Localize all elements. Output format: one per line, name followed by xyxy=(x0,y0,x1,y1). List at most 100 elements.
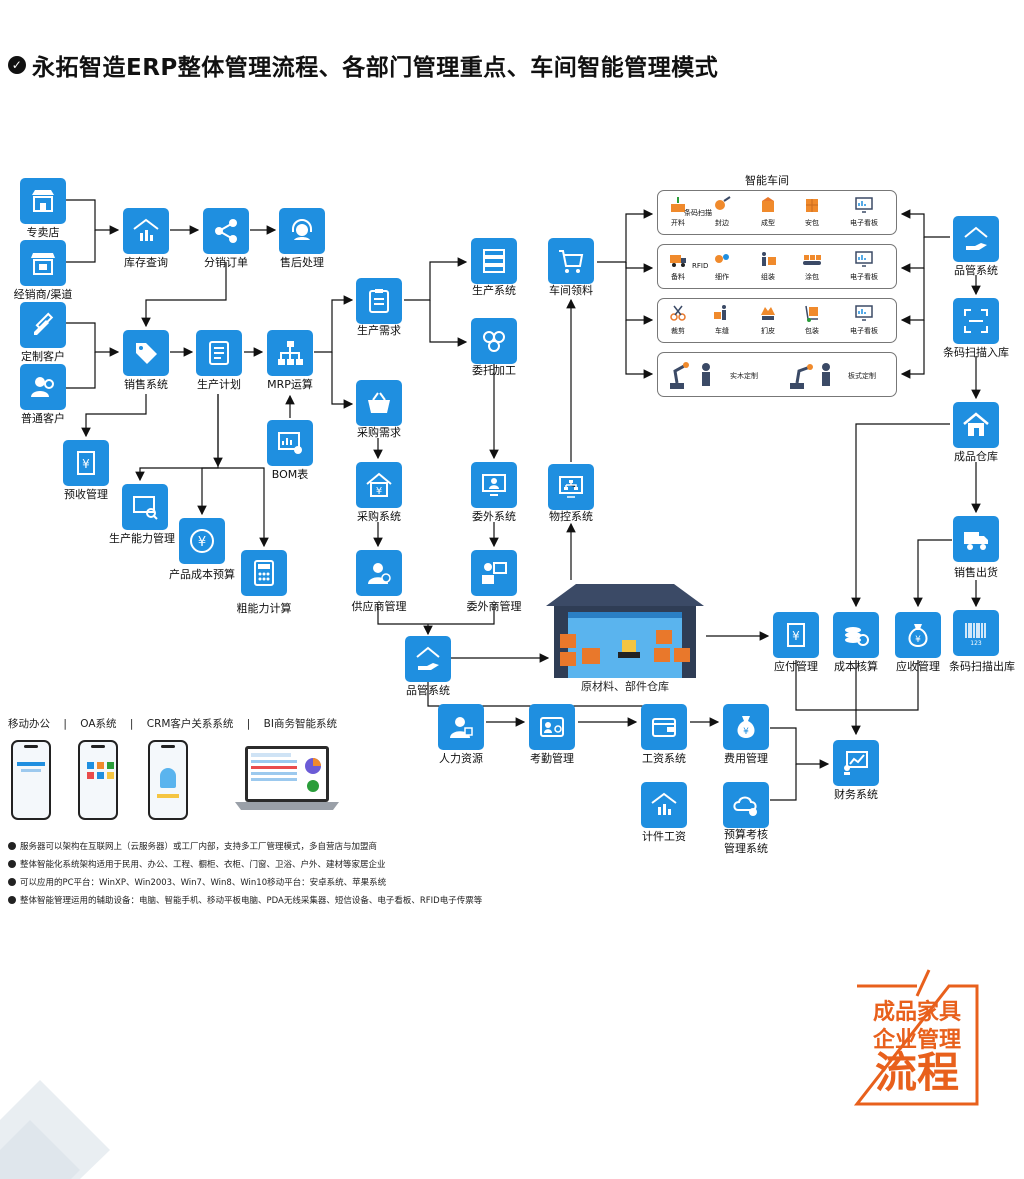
workshop-row-1: 开料 条码扫描 封边 成型 安包 电子看板 xyxy=(657,190,897,235)
label-yusuan: 预算考核 管理系统 xyxy=(724,828,768,855)
label-zhuanmaidian: 专卖店 xyxy=(26,226,60,239)
supplier-node[interactable] xyxy=(356,550,402,596)
stamp-line-1: 成品家具 xyxy=(872,1000,961,1025)
custom-client-node[interactable] xyxy=(20,302,66,348)
home-yen-icon: ¥ xyxy=(366,472,392,497)
distribution-order-node[interactable] xyxy=(203,208,249,254)
conveyor-icon xyxy=(803,255,821,265)
platform-oa: OA系统 xyxy=(80,718,117,730)
ws-sub-label: 条码扫描 xyxy=(684,209,712,217)
warehouse-illustration xyxy=(546,584,704,678)
hand-truck-icon xyxy=(805,305,818,322)
sewing-icon xyxy=(714,305,726,320)
purchase-demand-node[interactable] xyxy=(356,380,402,426)
barcode-out-node[interactable]: 123 xyxy=(953,610,999,656)
capacity-node[interactable] xyxy=(122,484,168,530)
screen-search-icon xyxy=(133,496,158,520)
svg-text:¥: ¥ xyxy=(792,629,800,643)
sales-system-node[interactable] xyxy=(123,330,169,376)
workshop-title: 智能车间 xyxy=(745,174,789,187)
regular-client-node[interactable] xyxy=(20,364,66,410)
ws-label-banshi: 板式定制 xyxy=(848,372,876,380)
truck-icon xyxy=(964,532,988,550)
ws-item-chengxing: 成型 xyxy=(748,195,788,228)
calculator-icon xyxy=(254,560,274,586)
workshop-material-node[interactable] xyxy=(548,238,594,284)
package-icon xyxy=(806,199,818,212)
label-xiaoshou: 销售系统 xyxy=(124,378,168,391)
money-bag-icon: ¥ xyxy=(737,716,755,738)
production-demand-node[interactable] xyxy=(356,278,402,324)
label-renli: 人力资源 xyxy=(439,752,483,765)
svg-text:¥: ¥ xyxy=(82,457,90,471)
warehouse-chart-icon xyxy=(133,218,159,241)
note-item: 整体智能管理运用的辅助设备：电脑、智能手机、移动平板电脑、PDA无线采集器、短信… xyxy=(8,892,482,910)
expense-node[interactable]: ¥ xyxy=(723,704,769,750)
ws-item-tubao: 涂包 xyxy=(792,249,832,282)
server-icon xyxy=(483,249,505,273)
bom-node[interactable] xyxy=(267,420,313,466)
box-icon xyxy=(762,197,774,212)
ws-item-zuzhuang: 组装 xyxy=(748,249,788,282)
store-node[interactable] xyxy=(20,178,66,224)
cutting-icon xyxy=(671,197,685,212)
rough-capacity-node[interactable] xyxy=(241,550,287,596)
production-system-node[interactable] xyxy=(471,238,517,284)
attendance-node[interactable] xyxy=(529,704,575,750)
payable-node[interactable]: ¥ xyxy=(773,612,819,658)
barcode-in-node[interactable] xyxy=(953,298,999,344)
material-control-node[interactable] xyxy=(548,464,594,510)
share-icon xyxy=(215,219,237,243)
inventory-node[interactable] xyxy=(123,208,169,254)
production-plan-node[interactable] xyxy=(196,330,242,376)
label-tiaoma-out: 条码扫描出库 xyxy=(949,660,1015,673)
label-weiwaishang: 委外商管理 xyxy=(466,600,522,613)
piecework-node[interactable] xyxy=(641,782,687,828)
product-cost-node[interactable]: ¥ xyxy=(179,518,225,564)
outsourcing-system-node[interactable] xyxy=(471,462,517,508)
finished-warehouse-node[interactable] xyxy=(953,402,999,448)
sales-shipping-node[interactable] xyxy=(953,516,999,562)
outsourcer-node[interactable] xyxy=(471,550,517,596)
mrp-node[interactable] xyxy=(267,330,313,376)
outsourced-processing-node[interactable] xyxy=(471,318,517,364)
hr-node[interactable] xyxy=(438,704,484,750)
receivable-node[interactable]: ¥ xyxy=(895,612,941,658)
platform-bi: BI商务智能系统 xyxy=(263,718,337,730)
budget-node[interactable] xyxy=(723,782,769,828)
home-hand-icon xyxy=(416,646,440,670)
coins-icon xyxy=(845,627,869,646)
hierarchy-icon xyxy=(278,341,303,365)
monitor-user-icon xyxy=(482,474,506,496)
home-icon xyxy=(963,412,989,436)
corner-decoration xyxy=(0,1080,110,1179)
stamp-line-3: 流程 xyxy=(874,1048,959,1097)
cost-accounting-node[interactable] xyxy=(833,612,879,658)
users-icon xyxy=(31,377,54,397)
ws-item-caijian: 裁剪 xyxy=(658,303,698,336)
ws-item-kanban-2: 电子看板 xyxy=(844,249,884,282)
purchase-system-node[interactable]: ¥ xyxy=(356,462,402,508)
after-sales-node[interactable] xyxy=(279,208,325,254)
payroll-node[interactable] xyxy=(641,704,687,750)
prepayment-node[interactable]: ¥ xyxy=(63,440,109,486)
label-chejian: 车间领料 xyxy=(549,284,593,297)
qc-right-node[interactable] xyxy=(953,216,999,262)
label-dingzhi: 定制客户 xyxy=(21,350,65,363)
dealer-node[interactable] xyxy=(20,240,66,286)
label-wukong: 物控系统 xyxy=(549,510,593,523)
ws-item-baozhuang: 包装 xyxy=(792,303,832,336)
tag-icon xyxy=(136,343,157,364)
finance-system-node[interactable] xyxy=(833,740,879,786)
label-pinguan-left: 品管系统 xyxy=(406,684,450,697)
label-yingshou: 应收管理 xyxy=(896,660,940,673)
money-bag-icon: ¥ xyxy=(908,624,928,648)
phone-mockup-1 xyxy=(11,740,51,820)
phone-mockup-3 xyxy=(148,740,188,820)
label-weituo: 委托加工 xyxy=(472,364,516,377)
qc-left-node[interactable] xyxy=(405,636,451,682)
workshop-row-4: 实木定制 板式定制 xyxy=(657,352,897,397)
pencil-ruler-icon xyxy=(34,312,54,335)
home-chart-icon xyxy=(651,792,677,815)
chart-gear-icon xyxy=(278,432,302,454)
